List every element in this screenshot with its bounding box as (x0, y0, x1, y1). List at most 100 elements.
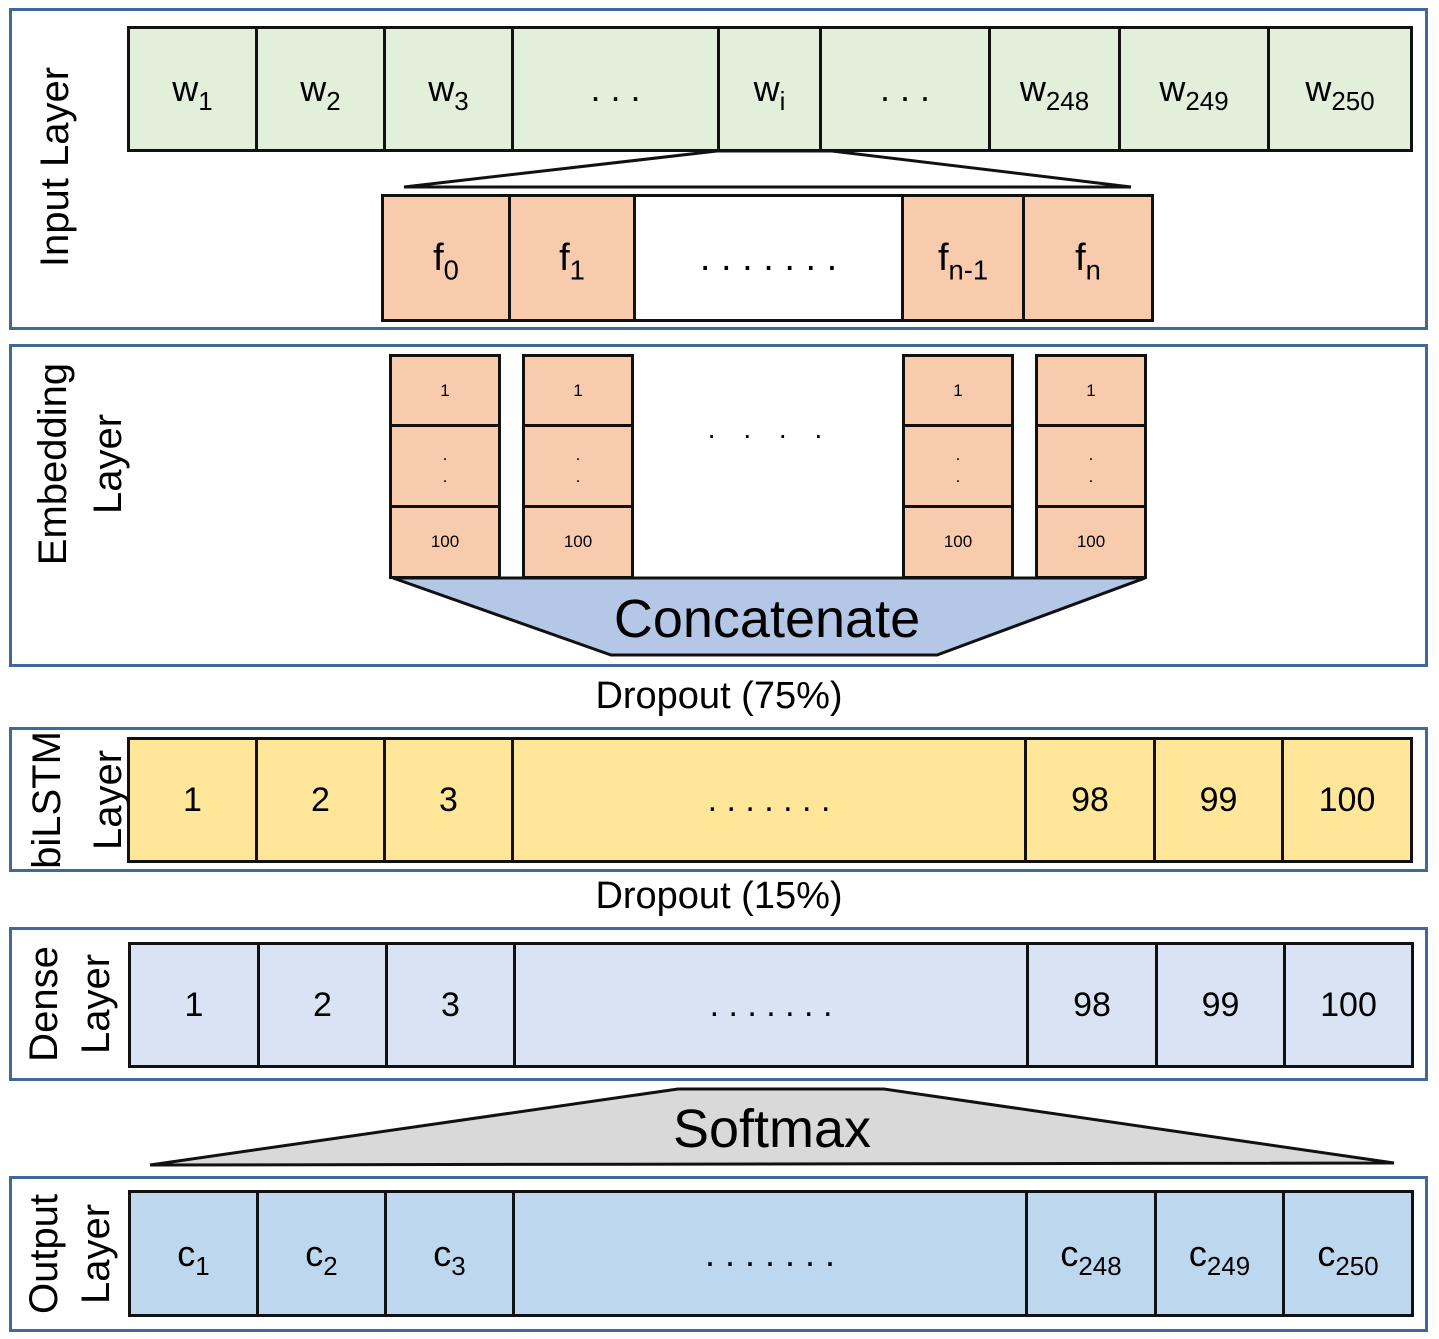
input-word-8: w249 (1118, 26, 1270, 152)
input-word-2-base: w (300, 68, 327, 109)
feature-0-text: f0 (433, 237, 459, 284)
feature-1-base: f (559, 236, 570, 279)
output-class-5-base: c (1060, 1232, 1079, 1274)
feature-1-text: f1 (559, 236, 585, 284)
feature-2: . . . . . . . (633, 194, 904, 322)
input-word-1-subscript: 1 (198, 88, 213, 117)
feature-2-text: . . . . . . . (700, 237, 837, 280)
bilstm-unit-6: 99 (1153, 737, 1284, 863)
input-word-7-subscript: 248 (1045, 88, 1090, 117)
embedding-vector-2-cell-3: 100 (522, 505, 634, 579)
output-class-4: . . . . . . . (512, 1190, 1028, 1317)
dense-unit-2: 2 (257, 942, 388, 1068)
output-class-2: c2 (256, 1190, 387, 1317)
input-word-7: w248 (988, 26, 1121, 152)
embedding-vector-2-cell-1: 1 (522, 354, 634, 427)
output-class-6: c249 (1154, 1190, 1285, 1317)
dense-unit-7: 100 (1283, 942, 1414, 1068)
embedding-vector-1-cell-2-text: . . (442, 445, 448, 486)
input-word-4-base: . . . (590, 68, 641, 109)
embedding-vector-4-cell-2-text: . . (1088, 445, 1094, 486)
input-word-5: wi (717, 26, 822, 152)
input-layer-label: Input Layer (33, 66, 77, 268)
output-class-7-text: c250 (1317, 1232, 1378, 1280)
feature-1-subscript: 1 (569, 254, 585, 286)
feature-0-subscript: 0 (443, 254, 459, 286)
input-word-2: w2 (255, 26, 386, 152)
softmax-trapezoid (149, 1087, 1395, 1167)
input-word-3-subscript: 3 (454, 88, 469, 117)
feature-4: fn (1022, 194, 1154, 322)
input-word-4: . . . (511, 26, 720, 152)
feature-4-text: fn (1075, 236, 1101, 284)
output-class-6-subscript: 249 (1206, 1252, 1251, 1281)
output-class-2-subscript: 2 (323, 1252, 338, 1281)
feature-3-text: fn-1 (938, 237, 988, 284)
dense-unit-6: 99 (1155, 942, 1286, 1068)
dense-unit-1: 1 (128, 942, 260, 1068)
output-class-7-base: c (1317, 1232, 1336, 1274)
input-word-4-text: . . . (590, 68, 640, 110)
input-word-1-base: w (172, 68, 199, 109)
feature-4-base: f (1075, 236, 1086, 279)
dense-unit-7-text: 100 (1320, 985, 1377, 1024)
input-word-5-base: w (753, 68, 780, 109)
embedding-vector-4-cell-2: . . (1035, 424, 1147, 508)
input-word-3-base: w (428, 68, 455, 109)
input-word-8-text: w249 (1159, 68, 1228, 115)
concatenate-trapezoid (392, 576, 1146, 657)
input-word-6-text: . . . (880, 68, 930, 110)
output-class-3: c3 (384, 1190, 515, 1317)
dense-unit-1-text: 1 (184, 985, 204, 1024)
dense-layer-label-line1: Dense (22, 946, 66, 1062)
embedding-vector-3-cell-1-text: 1 (953, 380, 963, 400)
embedding-vector-1-cell-1-text: 1 (440, 380, 450, 400)
output-class-3-subscript: 3 (451, 1252, 466, 1281)
output-layer-label-line1: Output (22, 1193, 66, 1315)
dense-layer-panel (9, 927, 1428, 1081)
output-class-7: c250 (1282, 1190, 1414, 1317)
bilstm-unit-2: 2 (255, 737, 386, 863)
input-word-8-base: w (1159, 68, 1186, 109)
input-layer-panel (9, 8, 1428, 330)
embedding-layer-label-line2: Layer (86, 413, 130, 515)
embedding-vector-3-cell-2-text: . . (955, 445, 961, 486)
dense-unit-3-text: 3 (441, 985, 460, 1024)
output-class-5-text: c248 (1060, 1232, 1121, 1280)
embedding-vector-2-cell-2: . . (522, 424, 634, 508)
input-word-7-base: w (1019, 68, 1046, 109)
bilstm-unit-3-text: 3 (439, 780, 458, 819)
embedding-vector-1-cell-2: . . (389, 424, 501, 508)
dense-unit-6-text: 99 (1201, 985, 1240, 1024)
bilstm-unit-1: 1 (127, 737, 258, 863)
dense-layer-label-line2: Layer (74, 953, 118, 1055)
embedding-vector-4-cell-1-text: 1 (1086, 380, 1096, 400)
input-word-9-text: w250 (1305, 68, 1374, 115)
output-class-1: c1 (128, 1190, 259, 1317)
output-class-2-base: c (305, 1232, 324, 1274)
embedding-vector-3-cell-1: 1 (902, 354, 1014, 427)
feature-1: f1 (508, 194, 636, 322)
output-class-7-subscript: 250 (1335, 1252, 1379, 1281)
embedding-vector-3-cell-3: 100 (902, 505, 1014, 579)
dense-unit-2-text: 2 (313, 985, 332, 1024)
embedding-vector-3-cell-3-text: 100 (943, 532, 973, 551)
input-word-3: w3 (383, 26, 514, 152)
output-class-1-base: c (177, 1232, 196, 1274)
input-word-7-text: w248 (1019, 68, 1089, 115)
bilstm-unit-3: 3 (383, 737, 514, 863)
dense-unit-5: 98 (1026, 942, 1158, 1068)
bilstm-unit-4-text: . . . . . . . (707, 780, 831, 819)
dense-unit-3: 3 (385, 942, 516, 1068)
feature-3-subscript: n-1 (948, 254, 989, 286)
bilstm-unit-1-text: 1 (183, 780, 202, 819)
output-class-3-text: c3 (433, 1233, 465, 1280)
embedding-vector-2-cell-1-text: 1 (573, 380, 583, 400)
output-class-4-base: . . . . . . . (704, 1232, 836, 1274)
input-word-5-subscript: i (779, 88, 786, 117)
bilstm-unit-7-text: 100 (1318, 780, 1376, 819)
embedding-vector-2-cell-3-text: 100 (563, 532, 593, 551)
bilstm-unit-6-text: 99 (1199, 780, 1238, 819)
output-class-6-text: c249 (1189, 1233, 1250, 1280)
